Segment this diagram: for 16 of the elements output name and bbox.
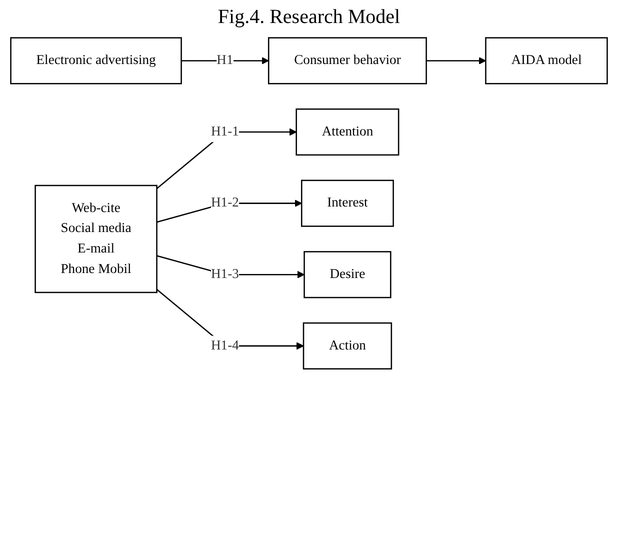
node-box: Consumer behavior <box>268 37 427 84</box>
edge-label: H1 <box>216 53 234 68</box>
node-box: AIDA model <box>485 37 608 84</box>
figure-title: Fig.4. Research Model <box>216 6 402 29</box>
node-box: Electronic advertising <box>10 37 182 84</box>
edge-label: H1-4 <box>210 338 239 353</box>
node-box: Attention <box>296 108 400 156</box>
node-box: Action <box>302 322 392 370</box>
arrow <box>426 56 486 64</box>
edge-label: H1-3 <box>210 266 239 282</box>
arrow <box>181 56 269 64</box>
node-box: Web-cite Social media E-mail Phone Mobil <box>34 184 158 294</box>
node-box: Interest <box>301 180 394 227</box>
edge-label: H1-1 <box>210 124 239 139</box>
node-box: Desire <box>304 251 392 298</box>
edge-label: H1-2 <box>210 196 239 210</box>
